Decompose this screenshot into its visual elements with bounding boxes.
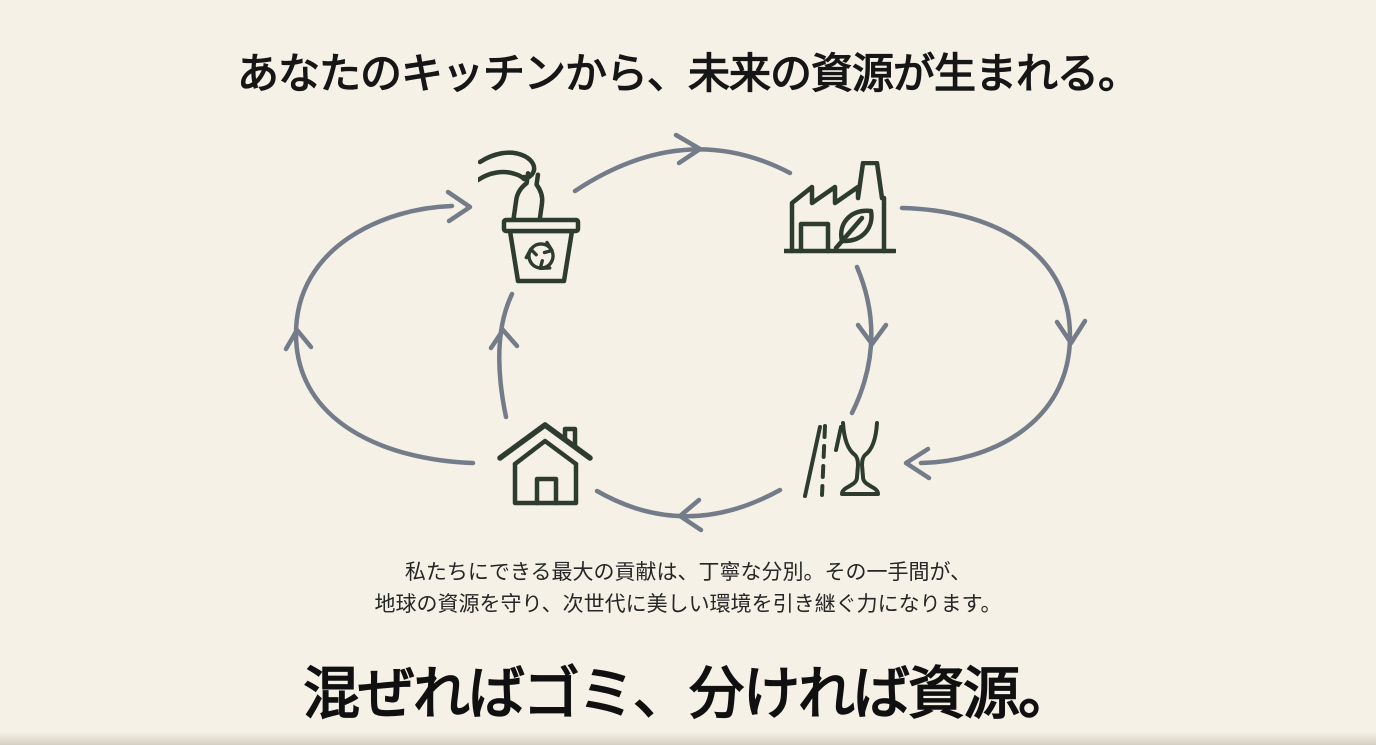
road-dashed-line [820, 424, 827, 497]
arrow-factory-to-products [849, 264, 889, 416]
road-and-glass-icon [797, 420, 887, 502]
outer-loop-left-arrow [283, 189, 476, 466]
house-icon [497, 422, 595, 508]
bottom-edge-shadow [0, 732, 1376, 745]
hand-bottle-recycle-bin-icon [478, 148, 590, 286]
recycling-factory-leaf-icon [784, 161, 896, 254]
outer-loop-right-arrow [899, 205, 1088, 481]
arrow-sorting-to-factory [572, 132, 793, 194]
wine-glass-icon [840, 421, 880, 496]
recycle-symbol-icon [524, 240, 555, 270]
slogan-text: 混ぜればゴミ、分ければ資源。 [303, 663, 1075, 726]
leaf-icon [839, 208, 874, 244]
caption-line-2: 地球の資源を守り、次世代に美しい環境を引き継ぐ力になります。 [374, 593, 1002, 616]
road-edge-line [803, 425, 822, 498]
page-title: あなたのキッチンから、未来の資源が生まれる。 [236, 52, 1140, 98]
arrow-products-to-home [594, 487, 783, 533]
arrow-home-to-sorting [488, 291, 520, 420]
caption-text: 私たちにできる最大の貢献は、丁寧な分別。その一手間が、 地球の資源を守り、次世代… [0, 557, 1376, 621]
caption-line-1: 私たちにできる最大の貢献は、丁寧な分別。その一手間が、 [404, 561, 972, 584]
